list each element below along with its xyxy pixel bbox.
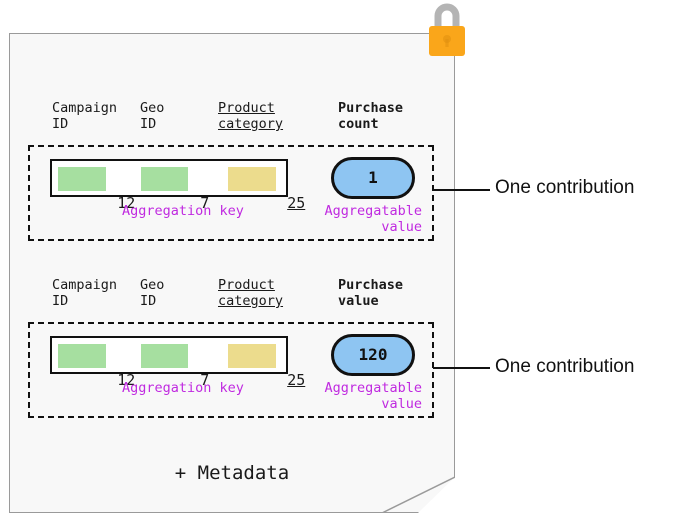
annotation-aggregatable-value-2: Aggregatable value xyxy=(324,380,422,412)
column-headers-contribution-2: Campaign ID Geo ID Product category Purc… xyxy=(28,277,434,319)
aggregation-key-bar-1: 12 7 25 xyxy=(50,159,305,212)
header-geo-id: Geo ID xyxy=(140,100,165,132)
key-chip-geo-id-2: 7 xyxy=(141,344,209,389)
aggregatable-report-card xyxy=(9,33,455,513)
callout-leader-line-1 xyxy=(433,189,490,191)
header-purchase-value: Purchase value xyxy=(338,277,404,309)
key-chip-geo-id-1: 7 xyxy=(141,167,209,212)
padlock-icon xyxy=(429,3,465,56)
annotation-aggregation-key-1: Aggregation key xyxy=(122,203,244,219)
callout-label-2: One contribution xyxy=(495,356,635,377)
header-product-category: Product category xyxy=(218,100,284,132)
contribution-2-dashed-outline xyxy=(28,322,434,418)
header-purchase-count: Purchase count xyxy=(338,100,404,132)
annotation-aggregatable-value-1: Aggregatable value xyxy=(324,203,422,235)
metadata-label: + Metadata xyxy=(174,462,290,484)
header-geo-id: Geo ID xyxy=(140,277,165,309)
aggregatable-value-oval-1: 1 xyxy=(331,157,415,199)
contribution-1-dashed-outline xyxy=(28,145,434,241)
annotation-aggregation-key-2: Aggregation key xyxy=(122,380,244,396)
contribution-1: 12 7 25 1 Aggregation key Aggregatable v… xyxy=(28,145,434,241)
key-chip-campaign-id-2: 12 xyxy=(58,344,135,389)
key-chip-product-category-2: 25 xyxy=(228,344,305,389)
header-campaign-id: Campaign ID xyxy=(52,100,118,132)
callout-leader-line-2 xyxy=(433,367,490,369)
aggregatable-value-oval-2: 120 xyxy=(331,334,415,376)
column-headers-contribution-1: Campaign ID Geo ID Product category Purc… xyxy=(28,100,434,142)
header-campaign-id: Campaign ID xyxy=(52,277,118,309)
callout-label-1: One contribution xyxy=(495,177,635,198)
contribution-2: 12 7 25 120 Aggregation key Aggregatable… xyxy=(28,322,434,418)
header-product-category: Product category xyxy=(218,277,284,309)
key-chip-campaign-id-1: 12 xyxy=(58,167,135,212)
key-chip-product-category-1: 25 xyxy=(228,167,305,212)
aggregation-key-bar-2: 12 7 25 xyxy=(50,336,305,389)
